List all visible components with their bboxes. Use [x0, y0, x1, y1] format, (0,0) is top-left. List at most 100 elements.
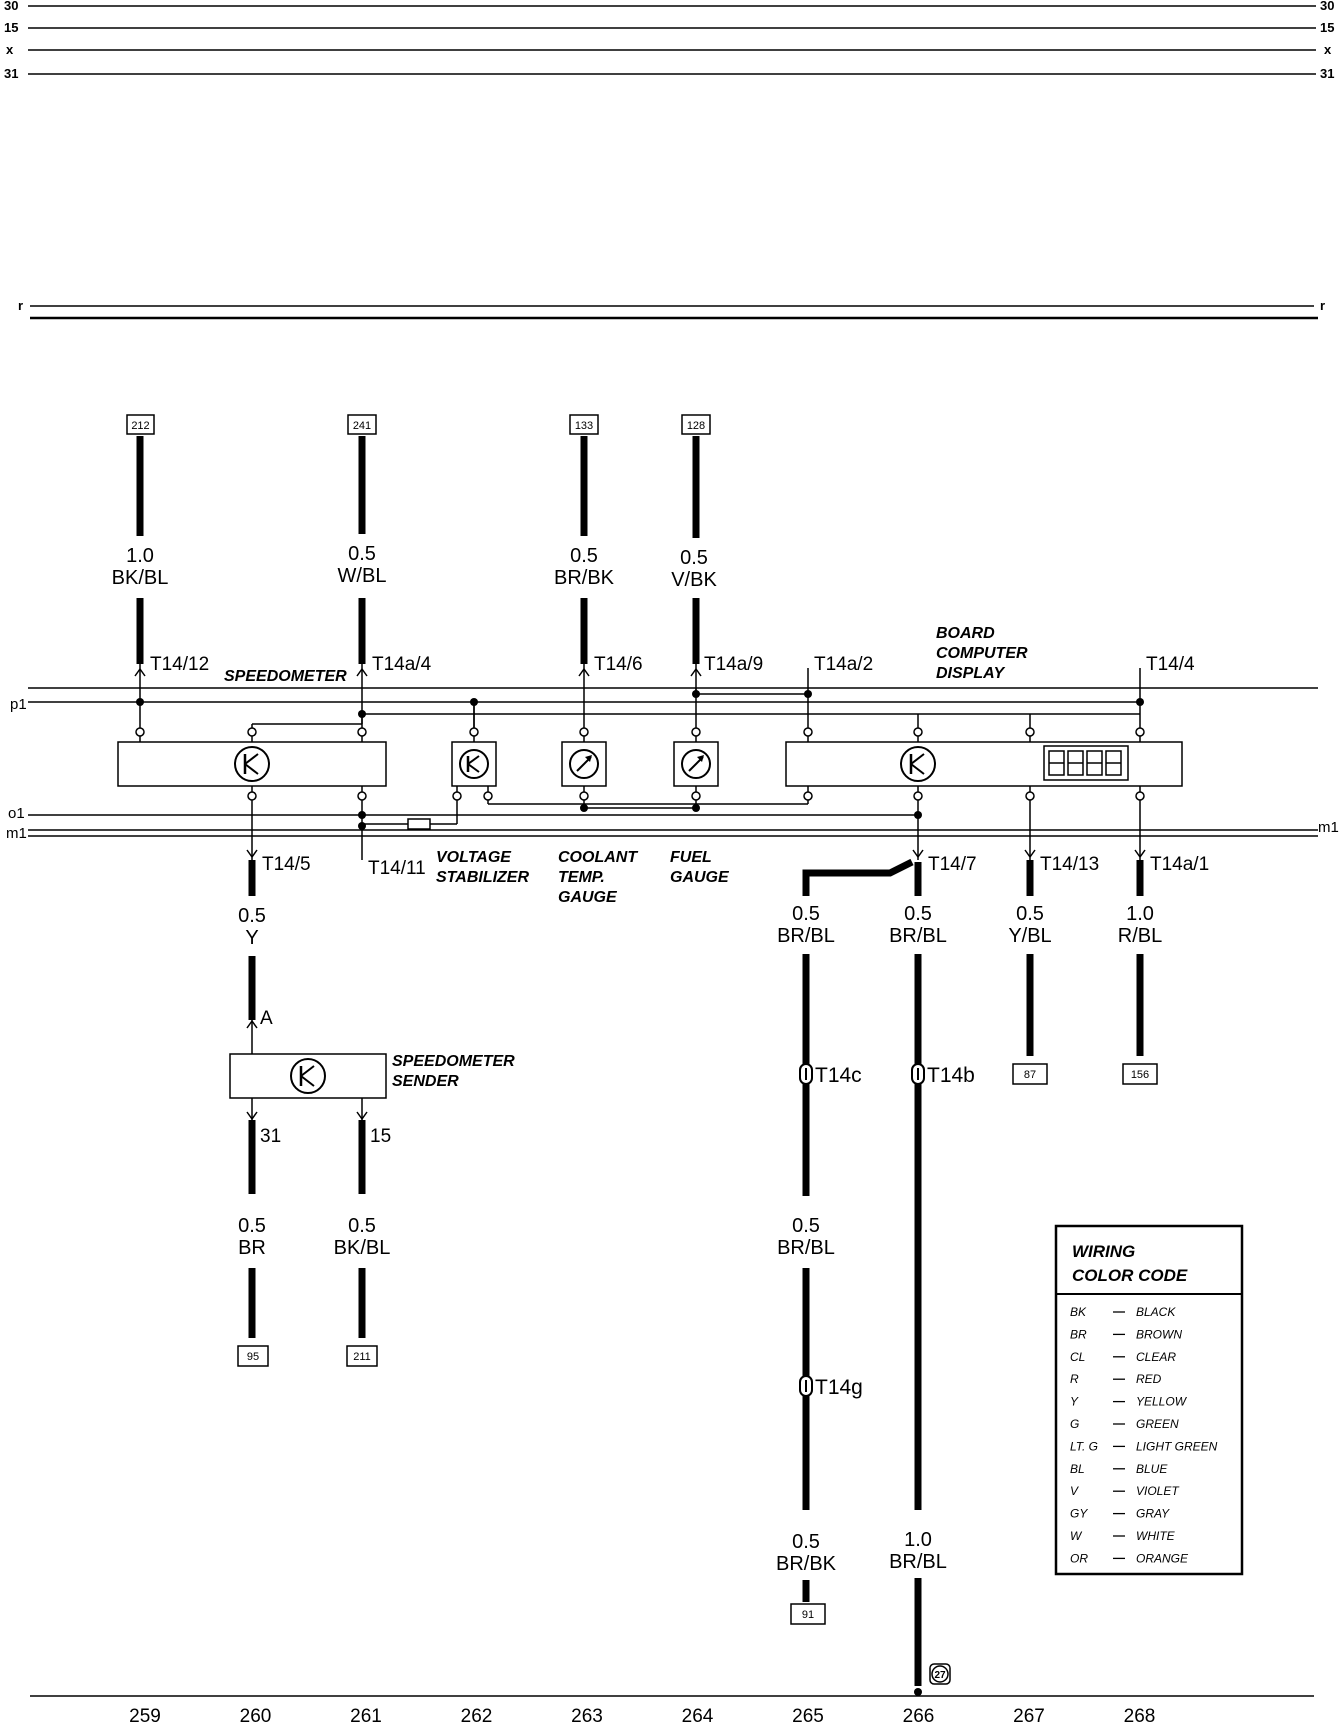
lower-wires: [248, 858, 1144, 1686]
legend-code: OR: [1070, 1551, 1088, 1565]
speedometer-transistor-icon: [234, 746, 270, 782]
current-track-number: 263: [571, 1706, 603, 1727]
p1-rail-label: p1: [10, 696, 27, 713]
connector-arrows-top: [134, 667, 702, 677]
connector-t14g-icon: [799, 1375, 813, 1397]
junction-dots: [136, 690, 1144, 830]
current-track-number: 266: [903, 1706, 935, 1727]
fuel-gauge-label-1: FUEL: [670, 849, 712, 866]
speedometer-box: [117, 741, 387, 787]
speedometer-sender-label-2: SENDER: [392, 1073, 459, 1090]
current-track-number: 259: [129, 1706, 161, 1727]
ref-133: 133: [569, 414, 599, 435]
board-computer-box: [785, 741, 1183, 787]
ref-91: 91: [790, 1603, 826, 1625]
r-rail-label-left: r: [18, 298, 23, 313]
rail-x-label-right: x: [1324, 42, 1332, 57]
wire-7-color: BR/BL: [889, 925, 947, 947]
upper-wires: [136, 436, 700, 664]
wire-9-color: R/BL: [1118, 925, 1162, 947]
ref-133-text: 133: [575, 420, 593, 432]
wire-14-gauge: 1.0: [904, 1529, 932, 1551]
pin-t14-11: T14/11: [368, 858, 426, 879]
board-computer-transistor-icon: [900, 746, 936, 782]
rail-15-label-left: 15: [4, 20, 18, 35]
legend-title-1: WIRING: [1072, 1242, 1135, 1261]
pin-t14-12: T14/12: [150, 654, 209, 675]
ref-212: 212: [126, 414, 155, 435]
legend-code: Y: [1070, 1395, 1079, 1409]
ref-91-text: 91: [802, 1609, 814, 1621]
current-track-number: 264: [682, 1706, 714, 1727]
legend-code: BR: [1070, 1327, 1087, 1341]
rail-31-label-left: 31: [4, 66, 18, 81]
connector-t14g-label: T14g: [815, 1376, 863, 1399]
pin-t14-7: T14/7: [928, 854, 977, 875]
ref-241-text: 241: [353, 420, 371, 432]
wire-11-color: BK/BL: [334, 1237, 391, 1259]
fuel-gauge-icon: [681, 749, 711, 779]
fuel-gauge-label-2: GAUGE: [670, 869, 730, 886]
legend-title-2: COLOR CODE: [1072, 1266, 1188, 1285]
speedometer-sender-label-1: SPEEDOMETER: [392, 1053, 515, 1070]
rail-x-label-left: x: [6, 42, 14, 57]
ground-27-icon: 27: [929, 1663, 951, 1685]
wire-1-color: BK/BL: [112, 567, 169, 589]
fuel-gauge-terminals: [691, 688, 701, 801]
pin-a: A: [260, 1008, 273, 1029]
coolant-gauge-label-2: TEMP.: [558, 869, 605, 886]
voltage-stabilizer-terminals: [452, 702, 493, 801]
speedometer-label: SPEEDOMETER: [224, 668, 347, 685]
speedometer-terminals: [135, 702, 367, 860]
ref-128: 128: [681, 414, 711, 435]
speedometer-sender-box: [229, 1053, 387, 1099]
speedometer-sender-transistor-icon: [290, 1058, 326, 1094]
legend-code: G: [1070, 1417, 1079, 1431]
connector-t14c-icon: [799, 1063, 813, 1085]
board-computer-label-1: BOARD: [936, 625, 995, 642]
ground-27-text: 27: [934, 1670, 946, 1681]
ref-156-text: 156: [1131, 1069, 1149, 1081]
legend-color-name: ORANGE: [1136, 1551, 1189, 1565]
pin-t14-6: T14/6: [594, 654, 643, 675]
legend-code: CL: [1070, 1350, 1085, 1364]
ref-128-text: 128: [687, 420, 705, 432]
connector-t14c-label: T14c: [815, 1064, 862, 1087]
ref-211-text: 211: [353, 1351, 371, 1363]
wire-4-color: V/BK: [671, 569, 717, 591]
rail-30-label-right: 30: [1320, 0, 1334, 13]
wire-5-gauge: 0.5: [238, 905, 266, 927]
wire-13-gauge: 0.5: [792, 1531, 820, 1553]
legend-color-name: CLEAR: [1136, 1350, 1176, 1364]
voltage-stabilizer-transistor-icon: [459, 749, 489, 779]
ground-dot: [914, 1688, 922, 1696]
pin-t14a-4: T14a/4: [372, 654, 432, 675]
legend-code: BL: [1070, 1462, 1085, 1476]
current-track-number: 265: [792, 1706, 824, 1727]
voltage-stabilizer-label-1: VOLTAGE: [436, 849, 512, 866]
legend-color-name: BLACK: [1136, 1305, 1176, 1319]
wire-10-color: BR: [238, 1237, 266, 1259]
resistor: [407, 818, 431, 830]
board-computer-label-2: COMPUTER: [936, 645, 1028, 662]
m1-rail-label-right: m1: [1318, 819, 1339, 836]
pin-t14-13: T14/13: [1040, 854, 1099, 875]
coolant-gauge-icon: [569, 749, 599, 779]
ref-95-text: 95: [247, 1351, 259, 1363]
pin-15: 15: [370, 1126, 391, 1147]
coolant-gauge-label-3: GAUGE: [558, 889, 618, 906]
wire-14-color: BR/BL: [889, 1551, 947, 1573]
rail-31-label-right: 31: [1320, 66, 1334, 81]
wire-2-color: W/BL: [338, 565, 387, 587]
lower-thin-lines: [251, 1020, 363, 1120]
connector-arrows-bottom: [246, 849, 1146, 1121]
wire-7-gauge: 0.5: [904, 903, 932, 925]
ref-212-text: 212: [131, 420, 149, 432]
wire-10-gauge: 0.5: [238, 1215, 266, 1237]
legend-code: LT. G: [1070, 1439, 1098, 1453]
connector-t14b-label: T14b: [927, 1064, 975, 1087]
r-rail-label-right: r: [1320, 298, 1325, 313]
wire-3-gauge: 0.5: [570, 545, 598, 567]
